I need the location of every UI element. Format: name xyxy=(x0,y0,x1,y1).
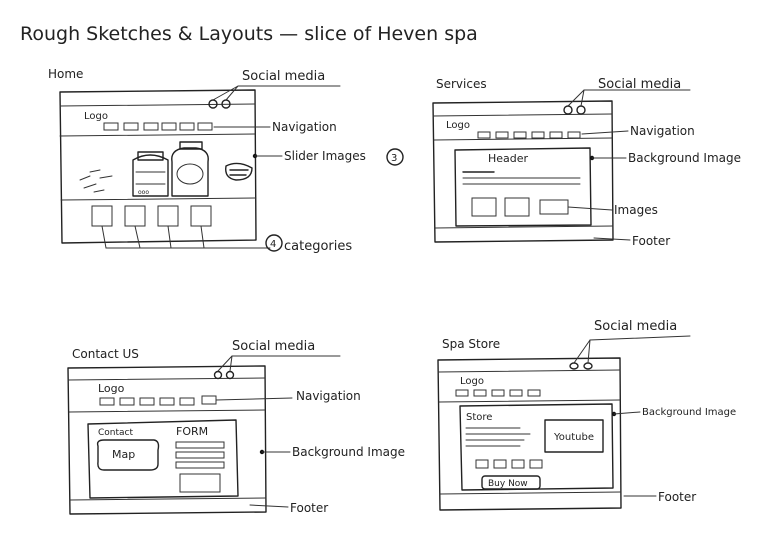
home-slider-jars-sketch: ooo xyxy=(79,141,253,197)
store-header-line xyxy=(438,399,621,403)
home-logo: Logo xyxy=(84,111,108,122)
store-background-leader xyxy=(613,411,641,415)
store-logo: Logo xyxy=(460,376,484,387)
services-image-boxes xyxy=(471,197,569,217)
services-page-label: Services xyxy=(436,77,487,91)
services-header-line xyxy=(433,137,613,141)
home-slider-count: 3 xyxy=(391,153,397,164)
services-footer-leader xyxy=(593,237,631,241)
home-page-label: Home xyxy=(48,67,83,81)
store-footer-label: Footer xyxy=(658,490,696,504)
services-footer-label: Footer xyxy=(632,234,670,248)
services-top-bar-line xyxy=(432,113,613,117)
contact-social-icon-1 xyxy=(213,370,223,380)
store-top-bar-line xyxy=(437,369,621,373)
services-browser-frame xyxy=(432,100,614,243)
store-wireframe: Spa Store Social media Logo Store Youtub… xyxy=(437,319,736,511)
store-social-icon-1 xyxy=(569,362,579,370)
home-slider-count-circle xyxy=(386,148,404,166)
store-youtube: Youtube xyxy=(553,432,594,443)
contact-nav-leader xyxy=(215,397,293,401)
services-images-label: Images xyxy=(614,203,658,217)
contact-browser-frame xyxy=(67,365,267,515)
home-categories-count-circle xyxy=(265,234,283,252)
home-header-line xyxy=(59,133,256,137)
svg-text:ooo: ooo xyxy=(138,189,149,196)
home-social-leader xyxy=(212,85,341,101)
contact-heading: Contact xyxy=(98,428,133,438)
store-product-boxes xyxy=(475,459,543,469)
store-social-icon-2 xyxy=(583,362,593,370)
store-background-label: Background Image xyxy=(642,407,736,418)
services-nav-label: Navigation xyxy=(630,124,695,138)
contact-background-label: Background Image xyxy=(292,445,405,459)
store-text-lines xyxy=(465,427,531,447)
store-buy-now-button xyxy=(481,475,541,490)
home-slider-label: Slider Images xyxy=(284,149,366,163)
home-categories-label: categories xyxy=(284,239,352,254)
contact-logo: Logo xyxy=(98,382,125,395)
contact-footer-label: Footer xyxy=(290,501,328,515)
home-categories-count: 4 xyxy=(270,239,276,250)
store-heading: Store xyxy=(466,412,492,423)
services-text-lines xyxy=(462,177,581,185)
contact-top-bar-line xyxy=(67,377,266,381)
home-nav-items xyxy=(103,122,213,131)
contact-wireframe: Contact US Social media Logo Navigation … xyxy=(67,339,405,515)
contact-social-leader xyxy=(217,355,341,372)
home-top-bar-line xyxy=(59,103,256,107)
contact-form-fields xyxy=(175,441,225,493)
contact-content-box xyxy=(87,419,239,499)
services-social-label: Social media xyxy=(598,77,681,92)
contact-social-icon-2 xyxy=(225,370,235,380)
services-nav-leader xyxy=(581,130,629,135)
contact-footer-leader xyxy=(249,504,289,508)
contact-nav-label: Navigation xyxy=(296,389,361,403)
services-logo: Logo xyxy=(446,120,470,131)
store-nav-items xyxy=(455,389,541,397)
contact-header-line xyxy=(68,409,266,413)
services-social-icon-1 xyxy=(563,105,573,115)
contact-social-label: Social media xyxy=(232,339,315,354)
contact-nav-items xyxy=(99,395,217,406)
services-wireframe: Services Social media Logo Navigation He… xyxy=(432,77,741,248)
contact-form-title: FORM xyxy=(176,425,208,438)
contact-map: Map xyxy=(112,448,135,461)
services-header: Header xyxy=(488,152,529,165)
store-buy-now: Buy Now xyxy=(488,479,528,489)
home-slider-bottom-line xyxy=(60,197,257,201)
store-page-label: Spa Store xyxy=(442,337,500,351)
home-wireframe: Home Social media Logo Navigation xyxy=(48,67,404,254)
contact-footer-line xyxy=(69,497,267,501)
contact-page-label: Contact US xyxy=(72,347,139,361)
services-social-leader xyxy=(567,89,691,107)
home-category-boxes xyxy=(91,205,212,227)
store-social-label: Social media xyxy=(594,319,677,334)
store-footer-line xyxy=(439,491,622,495)
home-browser-frame xyxy=(59,89,257,244)
services-social-icon-2 xyxy=(576,105,586,115)
home-social-label: Social media xyxy=(242,69,325,84)
services-footer-line xyxy=(434,225,614,229)
contact-map-box xyxy=(96,439,160,471)
home-slider-texture xyxy=(79,169,113,193)
home-categories-leader xyxy=(101,225,271,249)
services-background-label: Background Image xyxy=(628,151,741,165)
store-social-leader xyxy=(573,335,691,364)
home-nav-label: Navigation xyxy=(272,120,337,134)
services-images-leader xyxy=(567,206,613,211)
sheet-title: Rough Sketches & Layouts — slice of Heve… xyxy=(20,23,478,45)
services-content-box xyxy=(454,147,592,227)
services-nav-items xyxy=(477,131,581,139)
store-video-box xyxy=(544,419,604,453)
store-content-box xyxy=(459,403,614,491)
store-browser-frame xyxy=(437,357,622,511)
